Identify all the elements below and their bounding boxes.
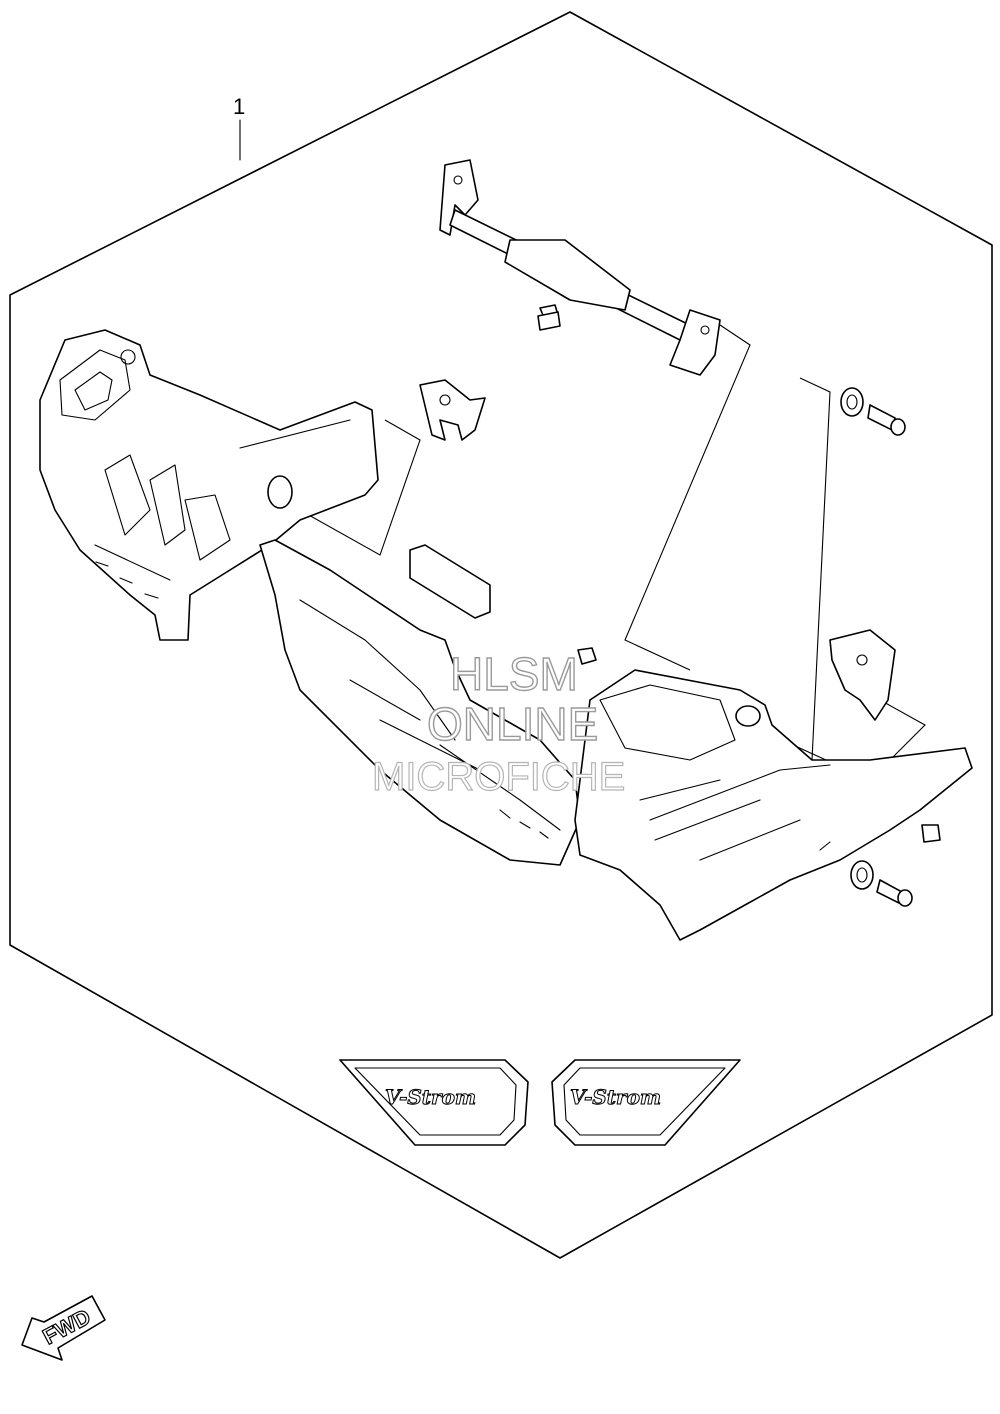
watermark-line-1: HLSM [450,648,578,700]
guide-line-upper-right [624,324,751,671]
emblem-badge-left: V-Strom [339,1059,529,1146]
emblem-badge-right-text: V-Strom [570,1085,661,1109]
upper-mounting-bracket [439,159,721,376]
bolt-lower-right [876,879,913,907]
right-engine-guard [574,669,973,941]
guide-line-right-vertical [799,377,831,761]
stay-bracket-upper [419,379,486,441]
small-bolt [537,304,561,331]
stay-bracket-lower [829,629,896,721]
forward-direction-arrow: FWD [21,1295,106,1361]
center-guard [259,539,581,866]
spacer-collar-upper [840,387,864,417]
left-engine-guard [39,329,379,641]
watermark: HLSM ONLINE MICROFICHE [371,647,626,799]
watermark-line-2: ONLINE [427,698,598,750]
spacer-collar-lower [850,860,874,890]
callout-label-1: 1 [233,94,245,119]
rubber-pad [409,544,491,619]
emblem-badge-right: V-Strom [551,1059,741,1146]
guide-line-left-mid [281,419,421,556]
kit-boundary-outline [9,11,993,1259]
bolt-upper-right [867,404,906,436]
bolt-mid-right [921,824,941,843]
watermark-line-3: MICROFICHE [372,755,625,799]
guide-line-right-lower [759,699,926,781]
emblem-badge-left-text: V-Strom [385,1085,476,1109]
